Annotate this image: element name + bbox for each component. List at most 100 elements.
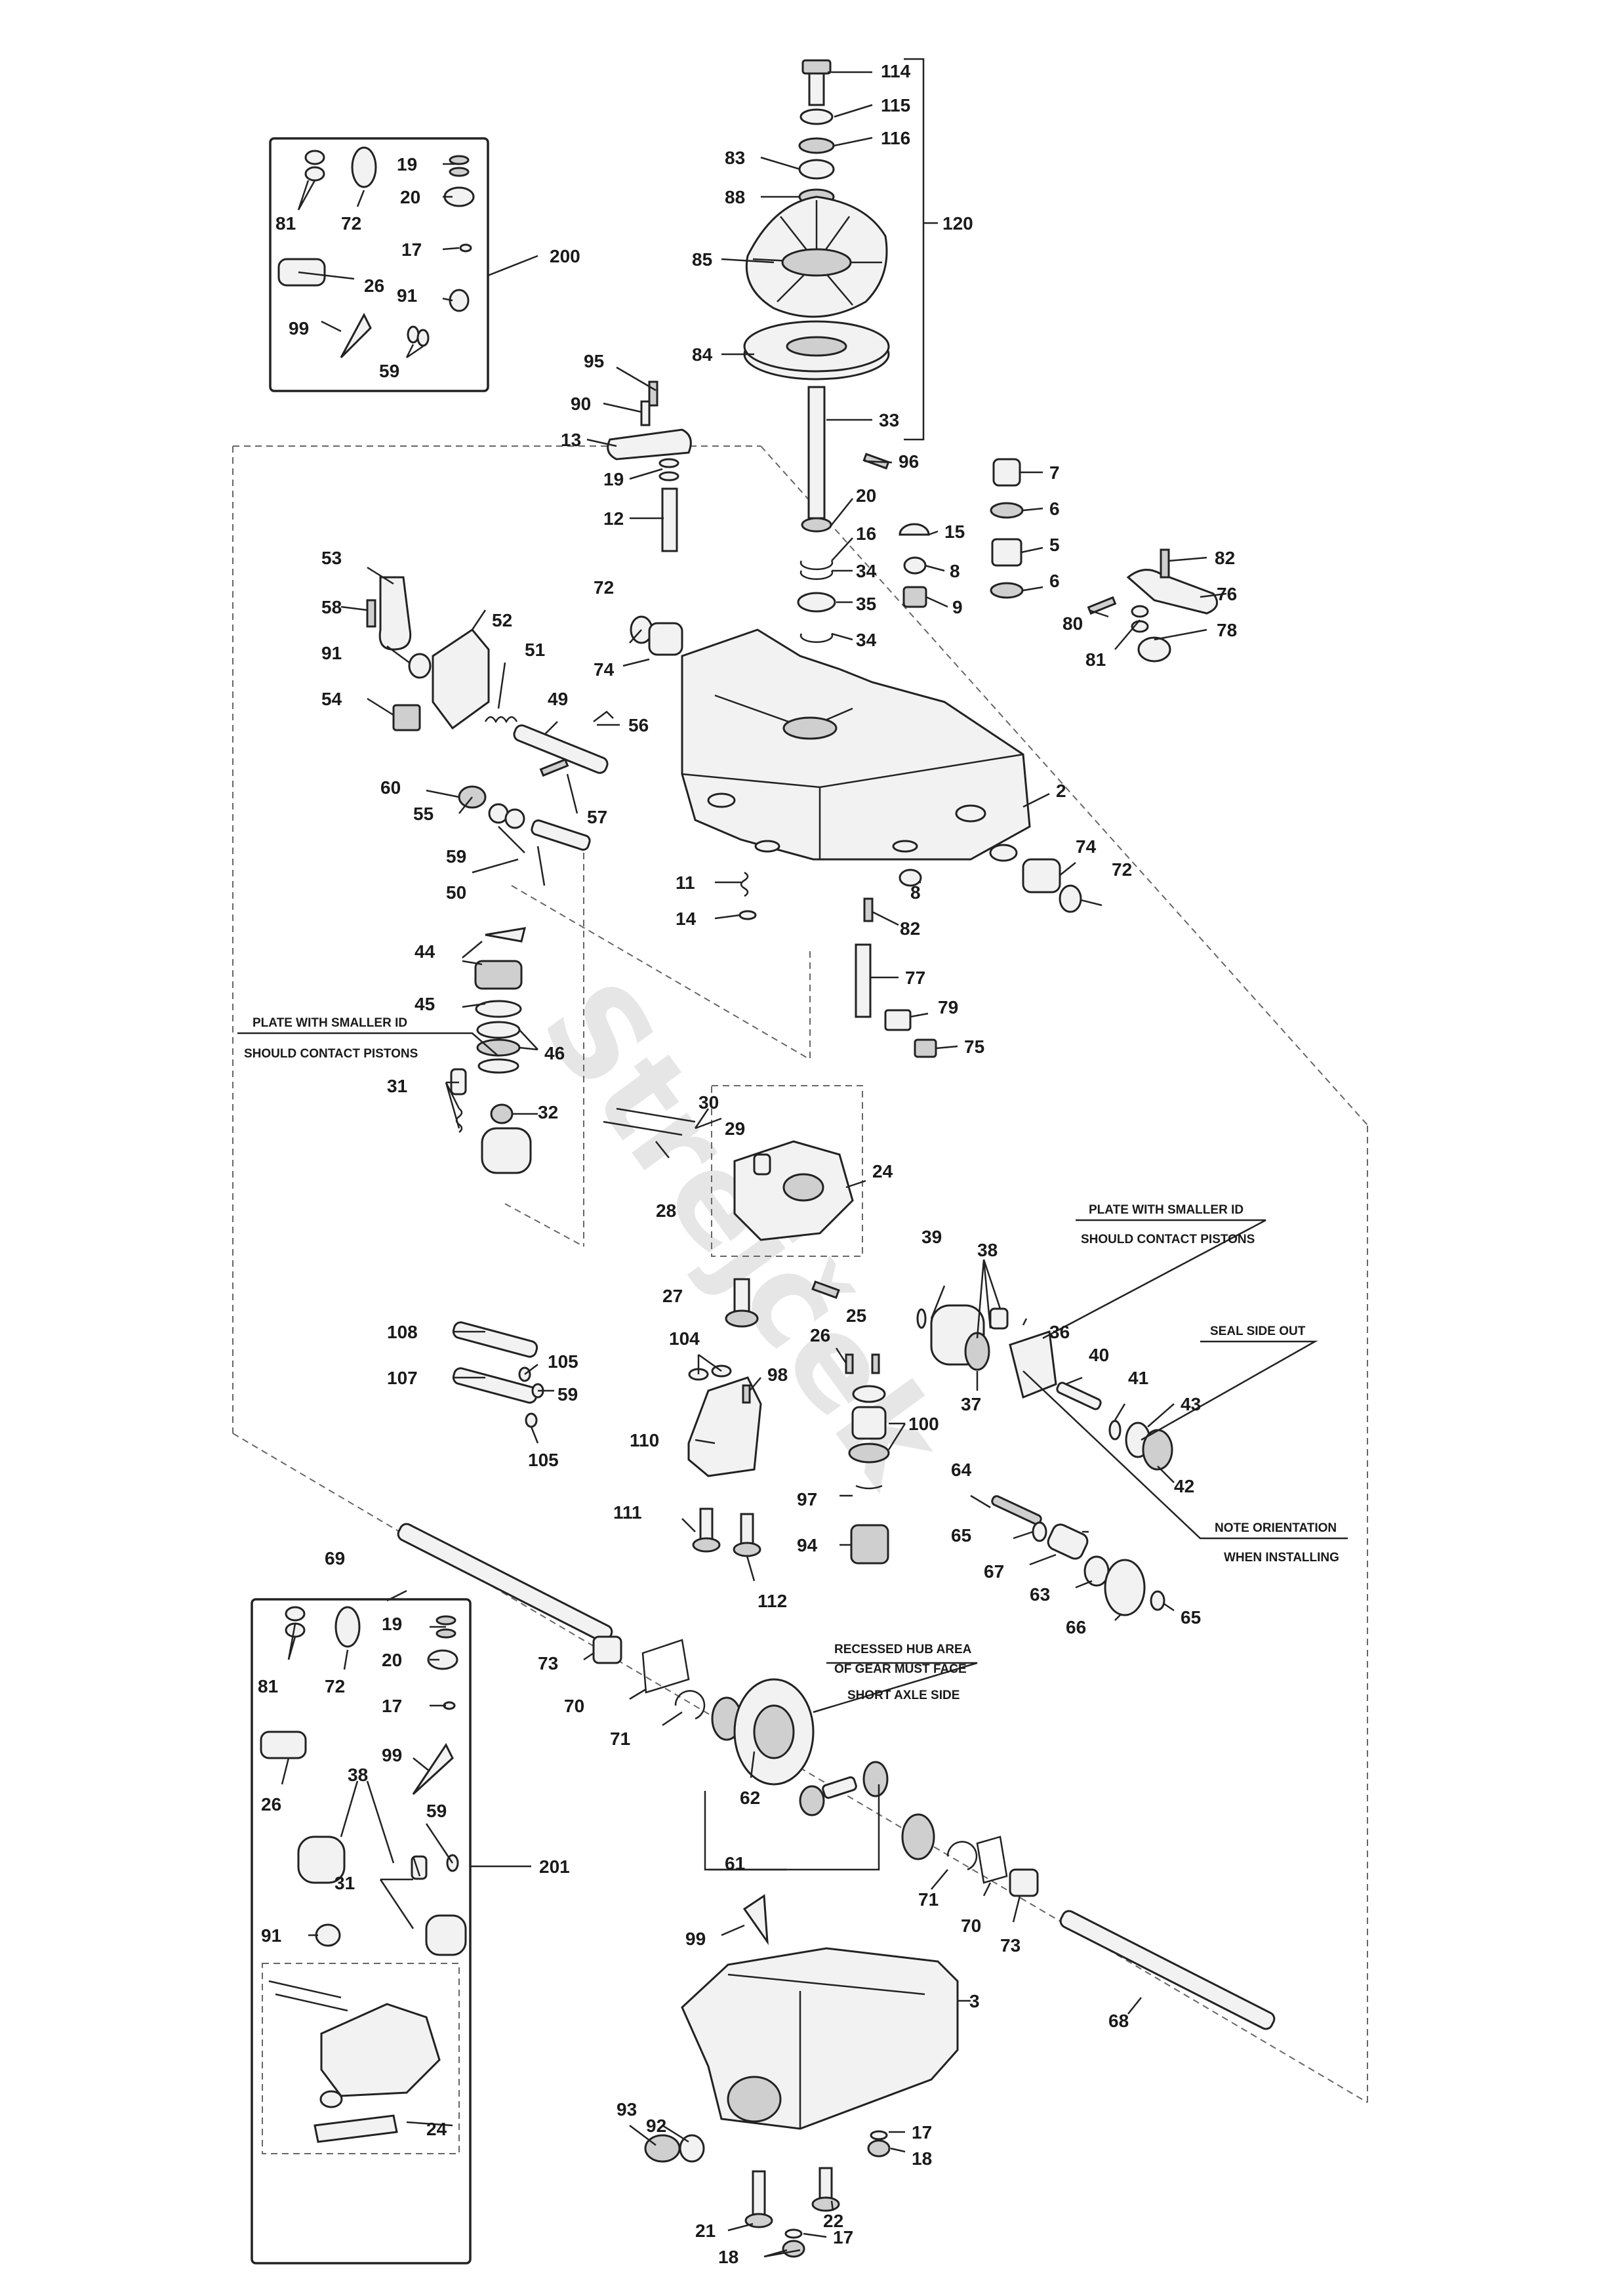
- clip-71a: [674, 1690, 706, 1720]
- label-68: 68: [1108, 2011, 1129, 2031]
- pin-26: [845, 1353, 854, 1374]
- washer-17b: [784, 2228, 803, 2239]
- label-32: 32: [538, 1102, 558, 1122]
- label-6b: 6: [1049, 571, 1060, 591]
- label-34b: 34: [856, 630, 877, 650]
- kit201-label-19: 19: [382, 1614, 402, 1634]
- label-84: 84: [692, 344, 713, 365]
- label-61: 61: [725, 1853, 745, 1874]
- pulley-84: [743, 320, 890, 380]
- label-17b: 17: [833, 2227, 853, 2247]
- label-17a: 17: [912, 2122, 932, 2142]
- label-71a: 71: [610, 1729, 630, 1749]
- pin-25: [811, 1280, 840, 1300]
- kit200-label-99: 99: [289, 318, 309, 338]
- bearing-73b: [1009, 1868, 1039, 1897]
- washer-65b: [1150, 1590, 1165, 1611]
- clip-71b: [946, 1841, 978, 1871]
- kit201-label-91: 91: [261, 1925, 281, 1946]
- label-35: 35: [856, 594, 876, 614]
- label-51: 51: [525, 640, 545, 660]
- kit200-label-59: 59: [379, 361, 399, 381]
- plug-93: [644, 2134, 681, 2163]
- axle-69: [397, 1523, 613, 1643]
- label-83: 83: [725, 148, 745, 168]
- pinion-67: [1047, 1523, 1089, 1560]
- kit201-label-201: 201: [539, 1856, 570, 1877]
- differential-group: [592, 1635, 1039, 1897]
- block-75: [914, 1038, 937, 1058]
- label-81a: 81: [1085, 649, 1106, 670]
- cap-7: [992, 458, 1021, 487]
- circlip-16: [799, 560, 834, 571]
- label-59b: 59: [557, 1384, 578, 1404]
- oring-92: [679, 2134, 705, 2163]
- label-12: 12: [603, 508, 624, 529]
- axle-68: [1059, 1910, 1276, 2030]
- pin-95: [648, 380, 658, 407]
- label-25: 25: [846, 1305, 866, 1326]
- right-top-parts: [899, 458, 1219, 663]
- note-hub-3: SHORT AXLE SIDE: [847, 1689, 960, 1702]
- oring-19a: [658, 458, 679, 468]
- label-66: 66: [1066, 1617, 1086, 1637]
- spacer-5: [991, 538, 1022, 567]
- left-lever-group: [366, 576, 614, 851]
- label-7: 7: [1049, 462, 1060, 483]
- bracket-70b: [976, 1835, 1008, 1884]
- cam-9: [902, 586, 927, 608]
- label-18a: 18: [912, 2148, 932, 2169]
- cotter-56: [593, 710, 614, 722]
- label-26a: 26: [810, 1325, 830, 1345]
- label-94: 94: [797, 1535, 818, 1555]
- bushing-74a: [648, 622, 683, 656]
- spider-gear-a: [799, 1785, 825, 1816]
- shaft-40: [1056, 1382, 1102, 1410]
- label-74a: 74: [594, 659, 615, 680]
- bearing-45b: [475, 1000, 522, 1018]
- label-111: 111: [613, 1502, 642, 1523]
- kit-200-box: [269, 137, 489, 392]
- oring-8a: [903, 556, 927, 575]
- label-39: 39: [921, 1227, 942, 1247]
- plate-46a: [476, 1021, 521, 1039]
- label-22: 22: [823, 2211, 843, 2231]
- label-41: 41: [1128, 1368, 1148, 1388]
- kit200-label-91: 91: [397, 285, 417, 306]
- kit201-label-17: 17: [382, 1696, 402, 1716]
- label-78: 78: [1217, 620, 1237, 640]
- ring-6b: [990, 582, 1024, 599]
- seal-72b: [1059, 884, 1082, 913]
- label-34a: 34: [856, 561, 877, 581]
- bolt-27: [725, 1278, 759, 1328]
- label-93: 93: [617, 2099, 637, 2120]
- label-69: 69: [325, 1548, 345, 1568]
- label-19: 19: [603, 469, 624, 489]
- plate-46b: [477, 1058, 519, 1074]
- kit-201-box: [251, 1598, 472, 2265]
- label-88: 88: [725, 187, 745, 207]
- label-96: 96: [899, 451, 919, 472]
- label-15: 15: [944, 522, 965, 542]
- label-46: 46: [544, 1043, 565, 1063]
- label-8b: 8: [910, 882, 921, 903]
- assembly-notes: PLATE WITH SMALLER ID SHOULD CONTACT PIS…: [244, 1016, 1339, 1702]
- kit200-label-200: 200: [550, 246, 580, 266]
- label-21: 21: [695, 2221, 716, 2241]
- label-5: 5: [1049, 535, 1060, 555]
- washer-115: [799, 108, 834, 125]
- label-95: 95: [584, 351, 604, 371]
- clip-105b: [525, 1412, 538, 1428]
- note-hub-2: OF GEAR MUST FACE: [834, 1662, 967, 1676]
- label-112: 112: [758, 1591, 787, 1611]
- kit201-label-99: 99: [382, 1745, 402, 1765]
- label-18b: 18: [718, 2247, 738, 2267]
- shaft-12: [661, 487, 678, 552]
- ring-6a: [990, 502, 1024, 519]
- label-77: 77: [905, 968, 925, 988]
- oring-81a: [1131, 605, 1149, 618]
- bolt-22: [819, 2167, 833, 2202]
- label-38a: 38: [977, 1240, 998, 1260]
- label-100: 100: [908, 1414, 939, 1434]
- kit201-label-59: 59: [426, 1801, 447, 1821]
